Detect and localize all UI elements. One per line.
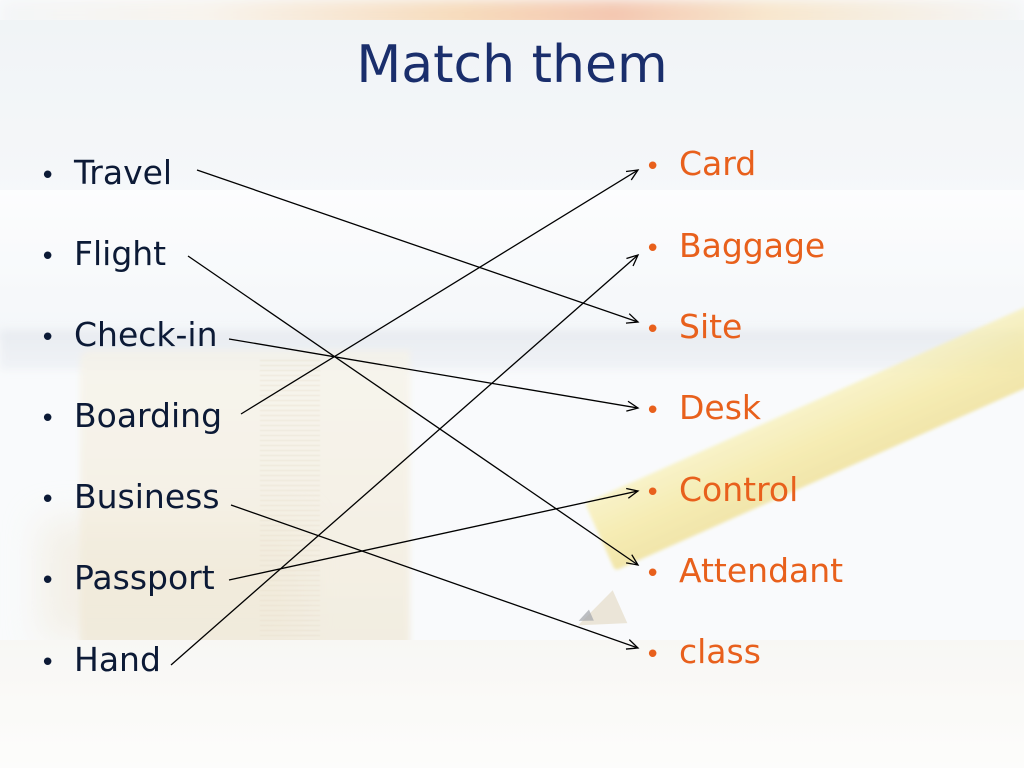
right-item-class: • class (645, 632, 761, 675)
left-item-boarding: • Boarding (40, 396, 222, 439)
right-item-label: class (679, 632, 761, 671)
left-item-travel: • Travel (40, 153, 172, 196)
right-item-label: Site (679, 307, 743, 346)
bullet-icon: • (645, 396, 661, 426)
left-item-check-in: • Check-in (40, 315, 218, 358)
left-item-label: Boarding (74, 396, 223, 435)
bullet-icon: • (645, 478, 661, 508)
left-item-passport: • Passport (40, 558, 215, 601)
bullet-icon: • (645, 640, 661, 670)
right-item-attendant: • Attendant (645, 551, 843, 594)
left-item-label: Flight (74, 234, 167, 273)
bullet-icon: • (40, 404, 56, 434)
right-item-desk: • Desk (645, 388, 761, 431)
bullet-icon: • (40, 485, 56, 515)
left-item-label: Check-in (74, 315, 218, 354)
bullet-icon: • (40, 566, 56, 596)
right-item-card: • Card (645, 144, 756, 187)
bullet-icon: • (40, 161, 56, 191)
right-item-label: Attendant (679, 551, 844, 590)
right-item-baggage: • Baggage (645, 226, 825, 269)
left-item-label: Business (74, 477, 220, 516)
bullet-icon: • (645, 234, 661, 264)
left-item-hand: • Hand (40, 640, 161, 683)
left-item-flight: • Flight (40, 234, 166, 277)
bullet-icon: • (645, 559, 661, 589)
bullet-icon: • (40, 323, 56, 353)
right-item-control: • Control (645, 470, 798, 513)
right-item-label: Baggage (679, 226, 826, 265)
bullet-icon: • (645, 315, 661, 345)
left-item-business: • Business (40, 477, 220, 520)
left-item-label: Passport (74, 558, 215, 597)
right-item-label: Card (679, 144, 757, 183)
right-item-label: Control (679, 470, 799, 509)
slide-title: Match them (356, 35, 668, 95)
right-item-label: Desk (679, 388, 762, 427)
left-item-label: Travel (74, 153, 173, 192)
right-item-site: • Site (645, 307, 742, 350)
left-item-label: Hand (74, 640, 161, 679)
bullet-icon: • (40, 242, 56, 272)
bullet-icon: • (645, 152, 661, 182)
bullet-icon: • (40, 648, 56, 678)
